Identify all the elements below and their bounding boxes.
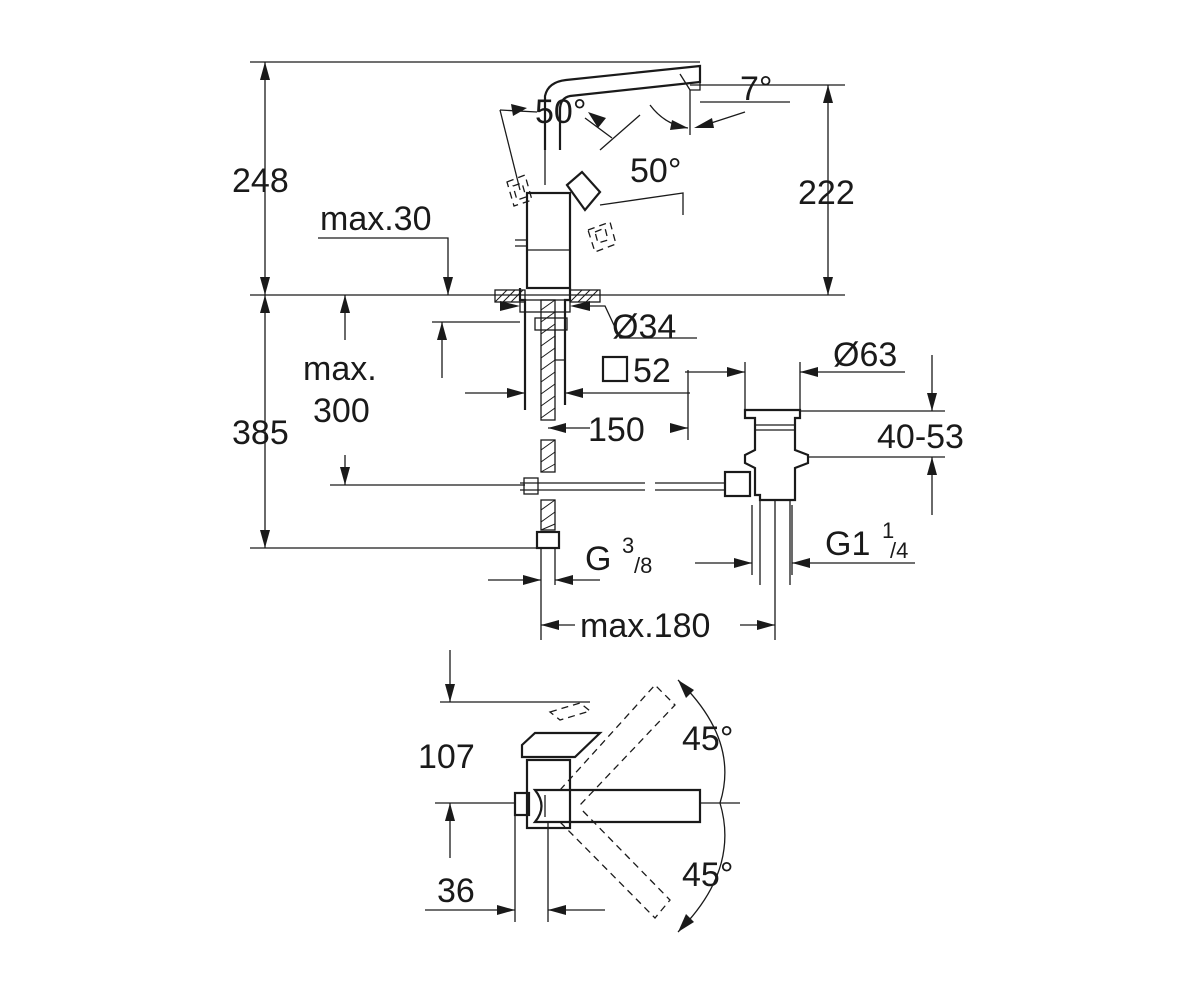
label-dist-36: 36: [437, 872, 475, 910]
side-view: 50° 7° 50° 248 222 max.30 Ø34 52 Ø63 max…: [232, 61, 964, 645]
spout-swivel-positions: [559, 684, 676, 919]
label-g38-den: /8: [634, 553, 652, 578]
popup-waste: [723, 408, 810, 585]
dimension-lines-top: [425, 650, 740, 933]
thread-g114-label: G1 1 /4: [825, 518, 908, 563]
label-max-300-line1: max.: [303, 350, 377, 388]
label-height-385: 385: [232, 414, 289, 452]
faucet-spout: [543, 64, 702, 150]
label-g38-num: 3: [622, 533, 634, 558]
label-height-222: 222: [798, 174, 855, 212]
label-angle-50-right: 50°: [630, 152, 681, 190]
faucet-top-body: [513, 702, 702, 830]
label-max-30: max.30: [320, 200, 432, 238]
label-dist-107: 107: [418, 738, 475, 776]
label-g114-num: 1: [882, 518, 894, 543]
counter-hatch-right: [569, 289, 601, 303]
label-angle-50-top: 50°: [535, 93, 586, 131]
lever-handle-positions: [499, 109, 684, 253]
label-angle-7: 7°: [740, 70, 773, 108]
square-symbol-icon: [601, 355, 629, 383]
label-max-300-line2: 300: [313, 392, 370, 430]
faucet-body: [515, 191, 572, 290]
label-square-52: 52: [633, 352, 671, 390]
label-angle-45-lower: 45°: [682, 856, 733, 894]
label-g38-base: G: [585, 540, 611, 578]
label-dia-63: Ø63: [833, 336, 897, 374]
label-dist-150: 150: [588, 411, 645, 449]
top-view: 107 45° 45° 36: [418, 650, 740, 933]
label-max-180: max.180: [580, 607, 710, 645]
supply-hose: [535, 299, 561, 550]
square-52-dimension: 52: [601, 352, 671, 390]
dimension-lines-side: [250, 61, 945, 640]
label-range-40-53: 40-53: [877, 418, 964, 456]
pull-rod: [520, 477, 725, 495]
label-dia-34: Ø34: [612, 308, 676, 346]
label-height-248: 248: [232, 162, 289, 200]
thread-g38-label: G 3 /8: [585, 533, 652, 578]
label-g114-base: G1: [825, 525, 870, 563]
label-angle-45-upper: 45°: [682, 720, 733, 758]
label-g114-den: /4: [890, 538, 908, 563]
